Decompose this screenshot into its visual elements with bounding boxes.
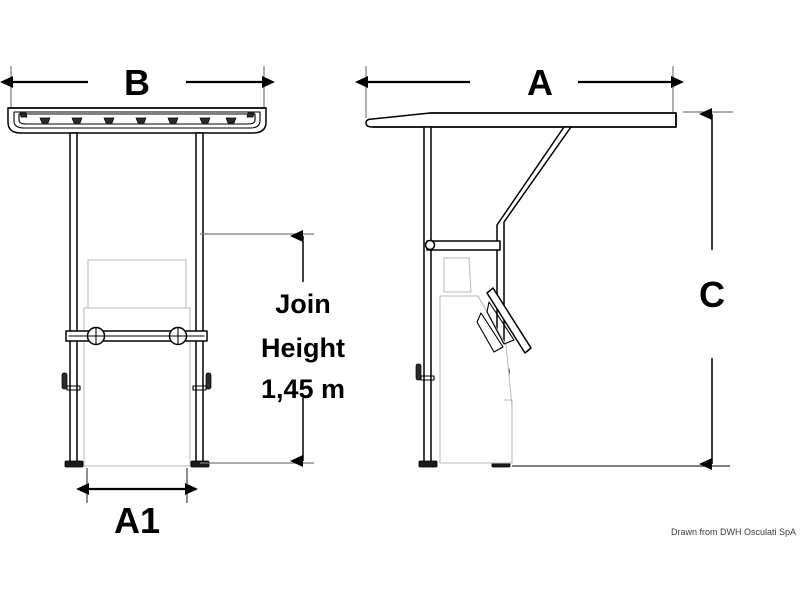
dimension-c: C [683, 108, 733, 470]
join-height-value: 1,45 m [261, 374, 345, 404]
dimension-a1: A1 [76, 468, 198, 541]
side-steering-wheel [476, 287, 532, 354]
join-height-label-line2: Height [261, 333, 345, 363]
side-grab-rail [424, 239, 501, 251]
hardtop-clip [135, 117, 147, 124]
drawing-credit: Drawn from DWH Osculati SpA [671, 527, 796, 537]
hardtop-clip [225, 117, 237, 124]
dimension-a: A [355, 62, 684, 118]
side-front-support [415, 126, 438, 468]
front-leg-right [195, 132, 204, 464]
front-leg-left [69, 132, 78, 464]
side-leg-bracket-front [415, 363, 422, 381]
hardtop-inner-channel [18, 113, 256, 125]
side-hardtop [365, 112, 677, 128]
hardtop-clip [71, 117, 83, 124]
hardtop-clip [167, 117, 179, 124]
side-console-rear-step-ghost [504, 399, 513, 463]
hardtop-clip [103, 117, 115, 124]
front-leg-bracket-left [61, 372, 68, 390]
front-foot-right [190, 460, 210, 468]
side-hardtop-plate [365, 112, 677, 128]
hardtop-inner-shell [13, 111, 261, 129]
front-foot-left [64, 460, 84, 468]
front-hardtop [7, 107, 267, 134]
front-leg-bracket-right [205, 372, 212, 390]
side-grab-rail-fitting [424, 239, 436, 251]
join-height-label-line1: Join [275, 289, 331, 319]
side-grab-rail-tube [426, 240, 501, 251]
front-console-ghost [83, 259, 191, 467]
front-clamp-cross-right [169, 327, 187, 345]
dimension-c-label: C [699, 274, 725, 315]
front-legs [61, 132, 212, 468]
hardtop-endcap-right [246, 112, 255, 118]
side-dash-panel-ghost [443, 257, 472, 293]
hardtop-clip [199, 117, 211, 124]
front-view-group: B [0, 62, 345, 541]
side-leg-front [423, 126, 432, 464]
hardtop-clip [39, 117, 51, 124]
dimension-join-height: Join Height 1,45 m [200, 230, 345, 467]
steering-wheel-rim [486, 287, 532, 354]
front-crossbar [65, 326, 208, 346]
dimension-a1-label: A1 [114, 500, 160, 541]
hardtop-clip-row [39, 117, 237, 124]
steering-wheel-spoke [486, 301, 515, 345]
side-view-group: A [355, 62, 733, 470]
front-seat-back-ghost [87, 259, 187, 311]
dimension-b-label: B [124, 62, 150, 103]
steering-wheel-hub [476, 312, 504, 353]
dimension-a-label: A [527, 62, 553, 103]
side-foot-front [418, 460, 438, 468]
dimension-b: B [0, 62, 275, 112]
front-clamp-cross-left [87, 327, 105, 345]
hardtop-endcap-left [19, 112, 28, 118]
